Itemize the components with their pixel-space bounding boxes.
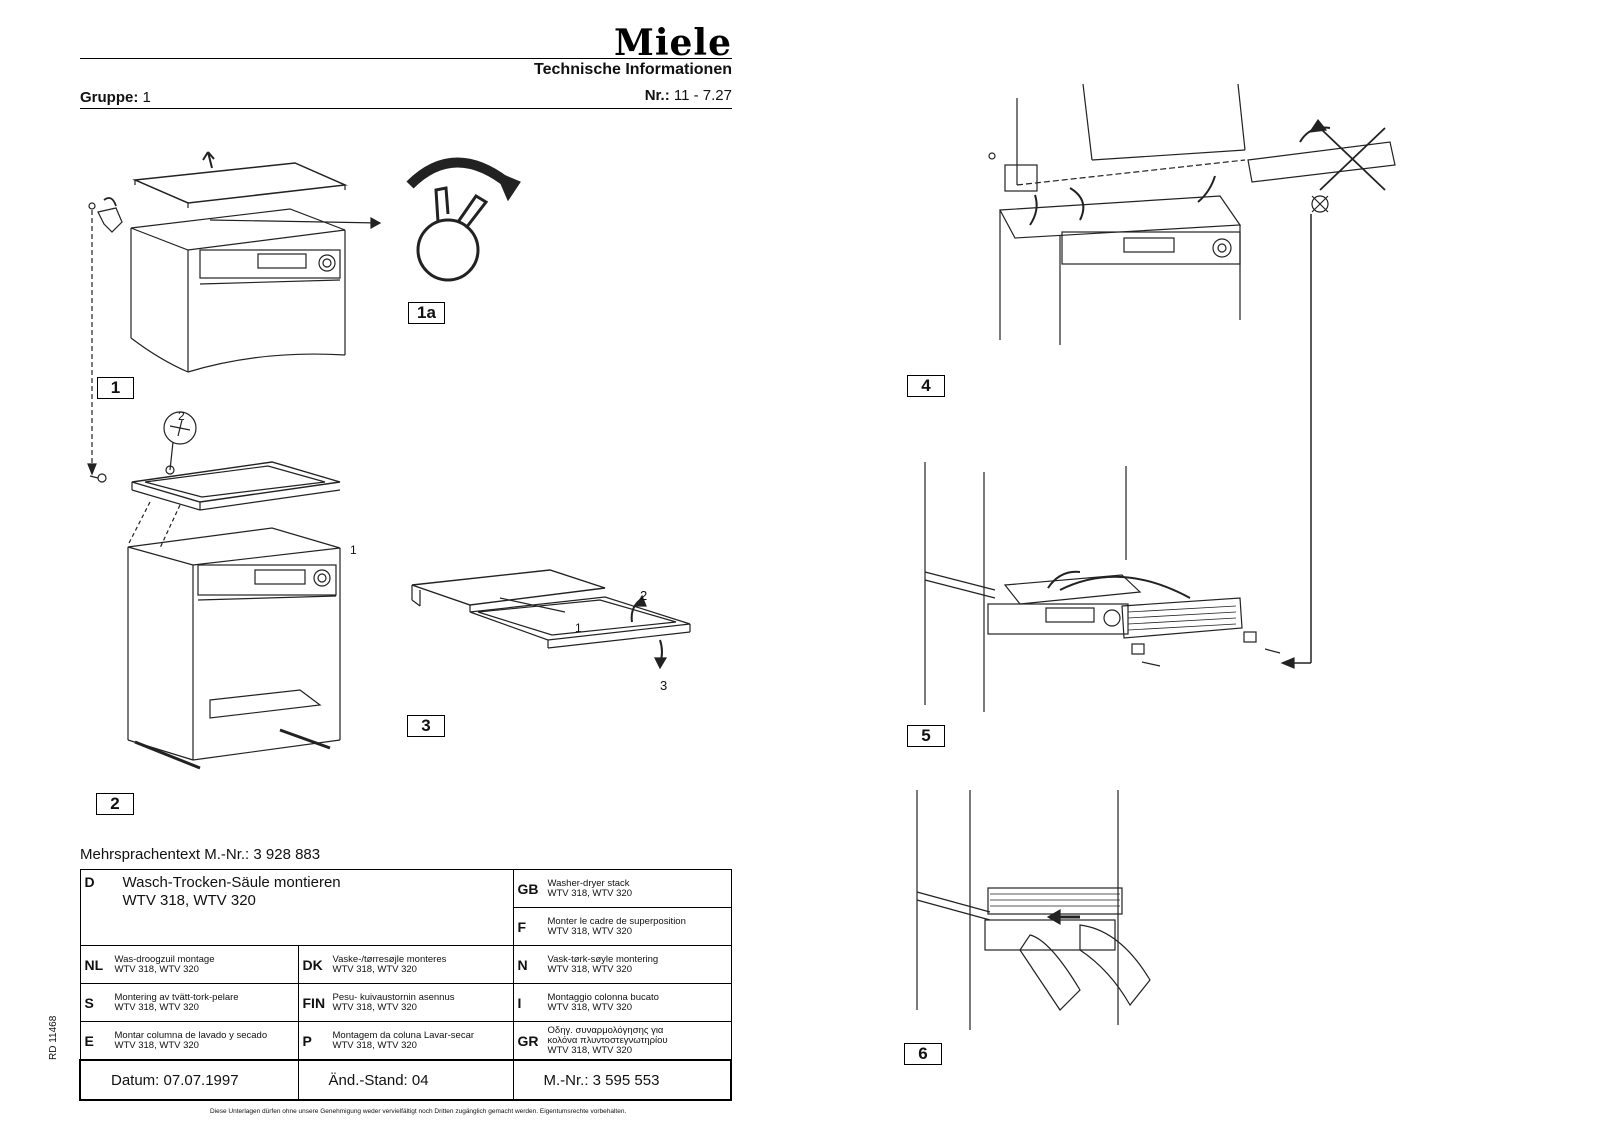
table-footer-row: Datum: 07.07.1997 Änd.-Stand: 04 M.-Nr.:… [79, 1059, 733, 1101]
lang-title-fin: Pesu- kuivaustornin asennus [332, 991, 455, 1003]
copyright-note: Diese Unterlagen dürfen ohne unsere Gene… [210, 1108, 627, 1115]
header-rule-top [80, 58, 732, 59]
lang-title-i: Montaggio colonna bucato [547, 991, 659, 1003]
lang-title-p: Montagem da coluna Lavar-secar [332, 1029, 475, 1041]
gruppe-label: Gruppe: [80, 89, 139, 106]
callout-1-right: 1 [350, 543, 357, 557]
lang-title-n: Vask-tørk-søyle montering [547, 953, 659, 965]
figure-2-drawing [89, 411, 341, 770]
figure-6-drawing [916, 790, 1151, 1030]
header-rule-bottom [80, 108, 732, 109]
figure-label-2: 2 [96, 793, 134, 815]
lang-title-dk: Vaske-/tørresøjle monteres [332, 953, 447, 965]
lang-code-i: I [517, 994, 522, 1011]
figure-label-1a: 1a [408, 302, 445, 324]
figure-1-drawing [87, 151, 382, 476]
lang-model-p: WTV 318, WTV 320 [332, 1039, 417, 1051]
lang-code-s: S [84, 994, 94, 1011]
datum-cell: Datum: 07.07.1997 [79, 1059, 299, 1101]
lang-title-e: Montar columna de lavado y secado [114, 1029, 268, 1041]
lang-title-gb: Washer-dryer stack [547, 877, 630, 889]
nr-value: 11 - 7.27 [673, 87, 732, 104]
lang-code-e: E [84, 1032, 94, 1049]
aend-stand-cell: Änd.-Stand: 04 [297, 1059, 514, 1101]
gruppe-field: Gruppe: 1 [80, 89, 151, 106]
lang-title-s: Montering av tvätt-tork-pelare [114, 991, 239, 1003]
lang-code-gr: GR [517, 1032, 539, 1049]
miele-logo: Miele [613, 22, 732, 64]
lang-model-gr: WTV 318, WTV 320 [547, 1044, 632, 1056]
lang-title-d: Wasch-Trocken-Säule montieren [122, 874, 341, 891]
nr-field: Nr.: 11 - 7.27 [560, 87, 732, 104]
lang-code-dk: DK [302, 956, 323, 973]
lang-model-f: WTV 318, WTV 320 [547, 925, 632, 937]
callout-3-1: 1 [575, 621, 582, 635]
figure-label-5: 5 [907, 725, 945, 747]
language-table: D Wasch-Trocken-Säule montieren WTV 318,… [79, 869, 733, 1101]
lang-title-gr-1: Οδηγ. συναρμολόγησης για [547, 1024, 664, 1036]
lang-cell-d: D Wasch-Trocken-Säule montieren WTV 318,… [79, 869, 514, 946]
lang-model-s: WTV 318, WTV 320 [114, 1001, 199, 1013]
figure-label-3: 3 [407, 715, 445, 737]
callout-3-3: 3 [660, 678, 667, 693]
figure-label-4: 4 [907, 375, 945, 397]
figure-4-drawing [988, 83, 1396, 663]
lang-code-gb: GB [517, 880, 539, 897]
figure-label-1: 1 [97, 377, 134, 399]
figure-label-6: 6 [904, 1043, 942, 1065]
figure-1a-drawing [406, 157, 521, 282]
lang-code-p: P [302, 1032, 312, 1049]
figure-3-drawing [411, 569, 691, 670]
lang-code-nl: NL [84, 956, 104, 973]
multilang-text-label: Mehrsprachentext M.-Nr.: 3 928 883 [80, 846, 321, 863]
lang-code-f: F [517, 918, 527, 935]
callout-2-top: 2 [178, 409, 185, 423]
lang-model-gb: WTV 318, WTV 320 [547, 887, 632, 899]
lang-code-fin: FIN [302, 994, 326, 1011]
figure-5-drawing [924, 462, 1311, 712]
lang-model-e: WTV 318, WTV 320 [114, 1039, 199, 1051]
lang-title-f: Monter le cadre de superposition [547, 915, 686, 927]
lang-model-i: WTV 318, WTV 320 [547, 1001, 632, 1013]
rd-number: RD 11468 [48, 1015, 59, 1060]
mnr-cell: M.-Nr.: 3 595 553 [512, 1059, 733, 1101]
callout-3-2: 2 [640, 588, 647, 603]
nr-label: Nr.: [644, 87, 670, 104]
lang-model-fin: WTV 318, WTV 320 [332, 1001, 417, 1013]
lang-title-nl: Was-droogzuil montage [114, 953, 215, 965]
document-subtitle: Technische Informationen [534, 61, 732, 78]
gruppe-value: 1 [142, 89, 151, 106]
lang-model-nl: WTV 318, WTV 320 [114, 963, 199, 975]
table-row: D Wasch-Trocken-Säule montieren WTV 318,… [79, 869, 732, 946]
lang-model-d: WTV 318, WTV 320 [122, 892, 256, 909]
lang-model-n: WTV 318, WTV 320 [547, 963, 632, 975]
lang-code-n: N [517, 956, 528, 973]
lang-title-gr-2: κολόνα πλυντοστεγνωτηρίου [547, 1034, 668, 1046]
lang-model-dk: WTV 318, WTV 320 [332, 963, 417, 975]
lang-code-d: D [84, 874, 95, 890]
